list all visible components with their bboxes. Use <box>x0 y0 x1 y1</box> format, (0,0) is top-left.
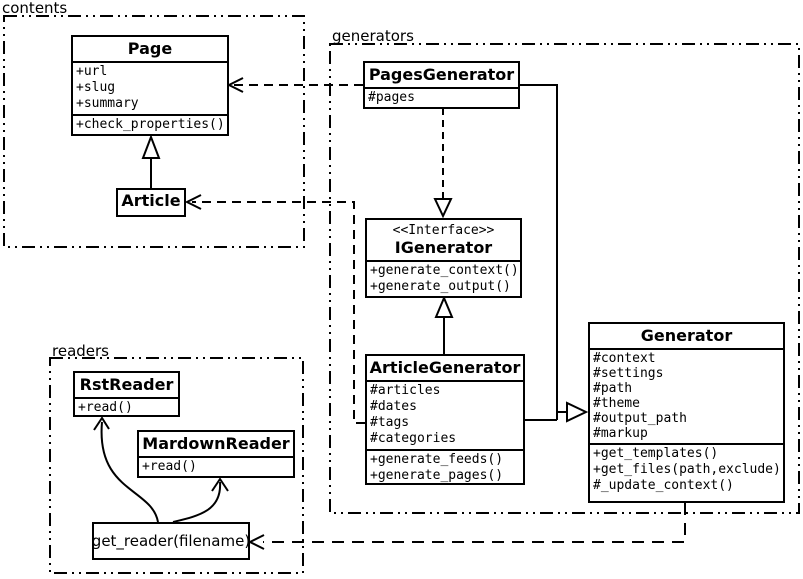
page-attributes: +url +slug +summary <box>73 61 227 114</box>
class-name: RstReader <box>79 375 174 394</box>
method: +read() <box>142 459 197 474</box>
articlegenerator-attributes: #articles #dates #tags #categories <box>367 380 523 449</box>
class-name: IGenerator <box>394 238 493 257</box>
class-article: Article <box>116 188 186 217</box>
attribute: #path <box>593 381 633 396</box>
hollow-triangle-icon <box>433 198 453 219</box>
hollow-triangle-icon <box>434 295 454 318</box>
class-name: Page <box>127 39 173 58</box>
class-generator: Generator #context #settings #path #them… <box>588 322 785 503</box>
rstreader-methods: +read() <box>75 397 178 415</box>
method: +generate_context() <box>370 263 519 278</box>
package-label-readers: readers <box>52 342 109 360</box>
inheritance-line-generators-to-generator <box>520 84 567 421</box>
hollow-triangle-icon <box>141 134 161 159</box>
curve-getreader-to-rstreader <box>100 421 159 523</box>
hollow-triangle-icon <box>566 401 589 423</box>
method: +get_templates() <box>593 446 719 461</box>
package-generators-border <box>329 43 800 514</box>
dependency-line-articlegenerator-to-article <box>192 201 365 424</box>
attribute: #pages <box>368 90 415 105</box>
dependency-line-generator-to-getreader <box>263 503 686 543</box>
class-articlegenerator: ArticleGenerator #articles #dates #tags … <box>365 354 525 485</box>
mardownreader-methods: +read() <box>139 456 293 476</box>
generator-methods: +get_templates() +get_files(path,exclude… <box>590 443 783 496</box>
page-methods: +check_properties() <box>73 114 227 134</box>
attribute: #output_path <box>593 411 687 426</box>
method: +read() <box>78 400 133 415</box>
method: +generate_feeds() <box>370 452 504 467</box>
attribute: #tags <box>370 415 410 430</box>
class-name: MardownReader <box>142 434 290 453</box>
open-arrowhead-icon <box>93 416 110 431</box>
attribute: +summary <box>76 96 139 111</box>
package-label-contents: contents <box>2 0 68 17</box>
pagesgenerator-attributes: #pages <box>365 87 518 107</box>
attribute: #categories <box>370 431 457 446</box>
attribute: #dates <box>370 399 417 414</box>
open-arrowhead-icon <box>247 534 265 550</box>
function-label: get_reader(filename) <box>91 532 251 550</box>
method: +get_files(path,exclude) <box>593 462 781 477</box>
package-readers-border <box>49 357 304 574</box>
package-contents-border <box>3 15 305 248</box>
attribute: #theme <box>593 396 640 411</box>
method: #_update_context() <box>593 478 734 493</box>
class-page: Page +url +slug +summary +check_properti… <box>71 35 229 136</box>
generator-attributes: #context #settings #path #theme #output_… <box>590 348 783 443</box>
class-name: PagesGenerator <box>368 65 515 84</box>
open-arrowhead-icon <box>211 477 229 492</box>
package-label-generators: generators <box>332 27 414 45</box>
method: +generate_output() <box>370 279 511 294</box>
class-mardownreader: MardownReader +read() <box>137 430 295 478</box>
attribute: #markup <box>593 426 648 441</box>
igenerator-methods: +generate_context() +generate_output() <box>367 260 520 296</box>
curve-getreader-to-mardownreader <box>172 481 222 523</box>
articlegenerator-methods: +generate_feeds() +generate_pages() <box>367 449 523 483</box>
attribute: #articles <box>370 383 441 398</box>
attribute: #settings <box>593 366 664 381</box>
get-reader-function-box: get_reader(filename) <box>92 522 250 560</box>
open-arrowhead-icon <box>184 194 202 210</box>
class-rstreader: RstReader +read() <box>73 371 180 417</box>
method: +check_properties() <box>76 117 225 132</box>
igenerator-header: <<Interface>> IGenerator <box>367 220 520 260</box>
class-pagesgenerator: PagesGenerator #pages <box>363 61 520 109</box>
class-igenerator: <<Interface>> IGenerator +generate_conte… <box>365 218 522 298</box>
attribute: #context <box>593 351 656 366</box>
class-name: ArticleGenerator <box>369 358 521 377</box>
class-name: Generator <box>640 326 733 345</box>
attribute: +slug <box>76 80 116 95</box>
class-name: Article <box>121 191 181 210</box>
stereotype: <<Interface>> <box>392 223 495 238</box>
method: +generate_pages() <box>370 468 504 483</box>
attribute: +url <box>76 64 108 79</box>
open-arrowhead-icon <box>226 77 244 93</box>
